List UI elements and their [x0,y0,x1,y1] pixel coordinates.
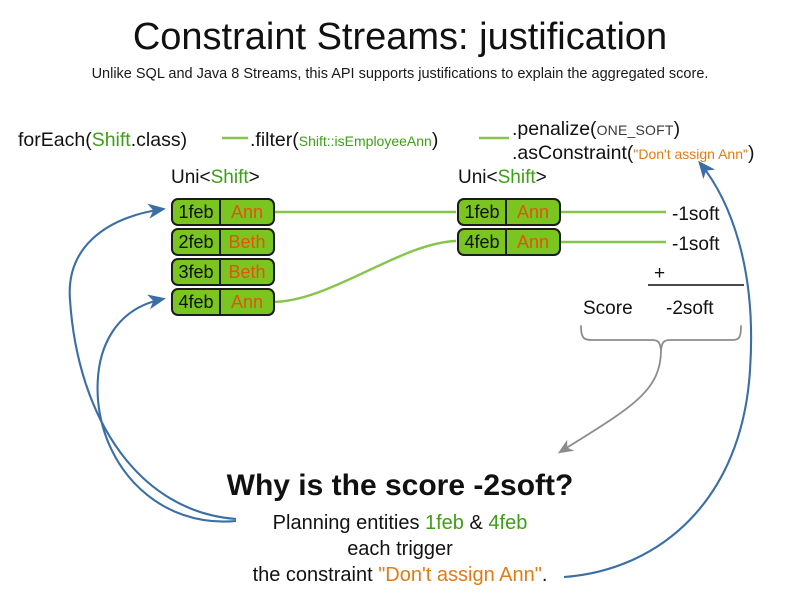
explanation-line1-amp: & [463,512,489,534]
uni-left-type: Shift [210,167,249,188]
code-filter-suffix: ) [431,129,439,151]
shift-card-date: 1feb [173,200,221,224]
penalty-label: -1soft [672,204,720,225]
code-penalize-constant: ONE_SOFT [596,122,674,138]
code-foreach-type: Shift [91,129,131,151]
uni-label-left: Uni<Shift> [171,166,260,189]
code-filter-method-ref: Shift::isEmployeeAnn [298,133,432,149]
code-as-constraint: .asConstraint("Don't assign Ann") [512,141,754,166]
uni-left-prefix: Uni< [171,167,211,188]
shift-card-date: 3feb [173,260,221,284]
page-title: Constraint Streams: justification [132,16,668,58]
explanation-line3-prefix: the constraint [252,564,379,586]
explanation-heading: Why is the score -2soft? [226,469,574,502]
score-brace [580,325,742,351]
shift-card-employee: Ann [230,202,264,222]
shift-card: 1feb Ann [457,198,561,226]
shift-card: 2feb Beth [171,228,275,256]
score-total: -2soft [666,298,714,319]
score-operator: + [654,263,666,284]
shift-card-employee: Beth [228,232,266,252]
shift-card: 1feb Ann [171,198,275,226]
uni-left-suffix: > [248,167,260,188]
uni-right-suffix: > [535,167,547,188]
stream-line-4feb [271,239,457,304]
explanation-entity-4feb: 4feb [488,512,528,534]
uni-right-prefix: Uni< [458,167,498,188]
code-filter-prefix: .filter( [250,129,299,151]
explanation-line1-prefix: Planning entities [272,512,425,534]
code-as-constraint-name: "Don't assign Ann" [633,146,748,162]
shift-card-employee: Ann [516,202,550,222]
code-penalize: .penalize(ONE_SOFT) [512,117,680,142]
shift-card-date: 4feb [459,230,507,254]
shift-card: 3feb Beth [171,258,275,286]
explanation-line3-suffix: . [541,564,548,586]
explanation-constraint-name: "Don't assign Ann" [378,564,542,586]
penalty-label: -1soft [672,234,720,255]
shift-card-date: 1feb [459,200,507,224]
code-as-constraint-prefix: .asConstraint( [512,142,634,164]
code-foreach-suffix: .class) [130,129,188,151]
shift-card-employee: Ann [230,292,264,312]
shift-card-date: 2feb [173,230,221,254]
uni-right-type: Shift [497,167,536,188]
shift-card: 4feb Ann [457,228,561,256]
shift-card-employee: Ann [516,232,550,252]
score-explain-arrow [557,349,662,454]
code-foreach-prefix: forEach( [18,129,92,151]
code-as-constraint-suffix: ) [747,142,755,164]
page-subtitle: Unlike SQL and Java 8 Streams, this API … [91,66,709,82]
score-label: Score [583,298,633,319]
explanation-entity-1feb: 1feb [425,512,464,534]
explanation-line-3: the constraint "Don't assign Ann". [0,563,800,588]
explanation-line-1: Planning entities 1feb & 4feb [0,511,800,536]
shift-card-date: 4feb [173,290,221,314]
code-filter: .filter(Shift::isEmployeeAnn) [250,128,438,153]
code-penalize-suffix: ) [673,118,681,140]
shift-card: 4feb Ann [171,288,275,316]
code-penalize-prefix: .penalize( [512,118,597,140]
shift-card-employee: Beth [228,262,266,282]
code-foreach: forEach(Shift.class) [18,128,187,152]
explanation-line-2: each trigger [347,538,453,560]
uni-label-right: Uni<Shift> [458,166,547,189]
